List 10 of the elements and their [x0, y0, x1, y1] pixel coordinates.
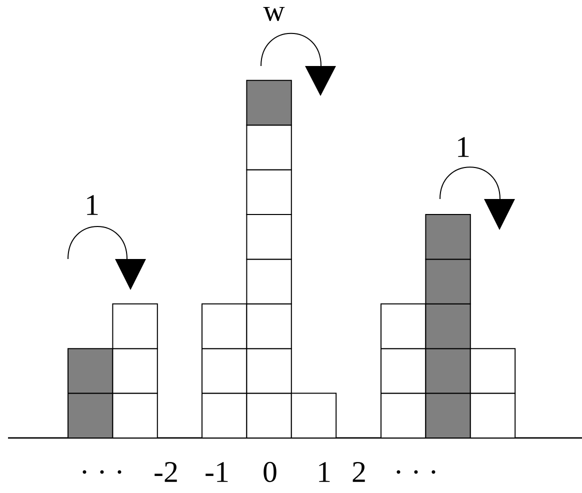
axis-label: -1 [206, 462, 228, 482]
weight-label: 1 [458, 137, 469, 157]
axis-label: -2 [154, 462, 177, 482]
axis-label: 0 [264, 462, 276, 482]
weight-label: 1 [87, 195, 98, 215]
weight-label: w [263, 6, 285, 22]
axis-label: . . . [396, 470, 436, 474]
axis-label: 1 [319, 462, 330, 482]
axis-label: . . . [82, 470, 122, 474]
axis-label: 2 [352, 462, 365, 482]
